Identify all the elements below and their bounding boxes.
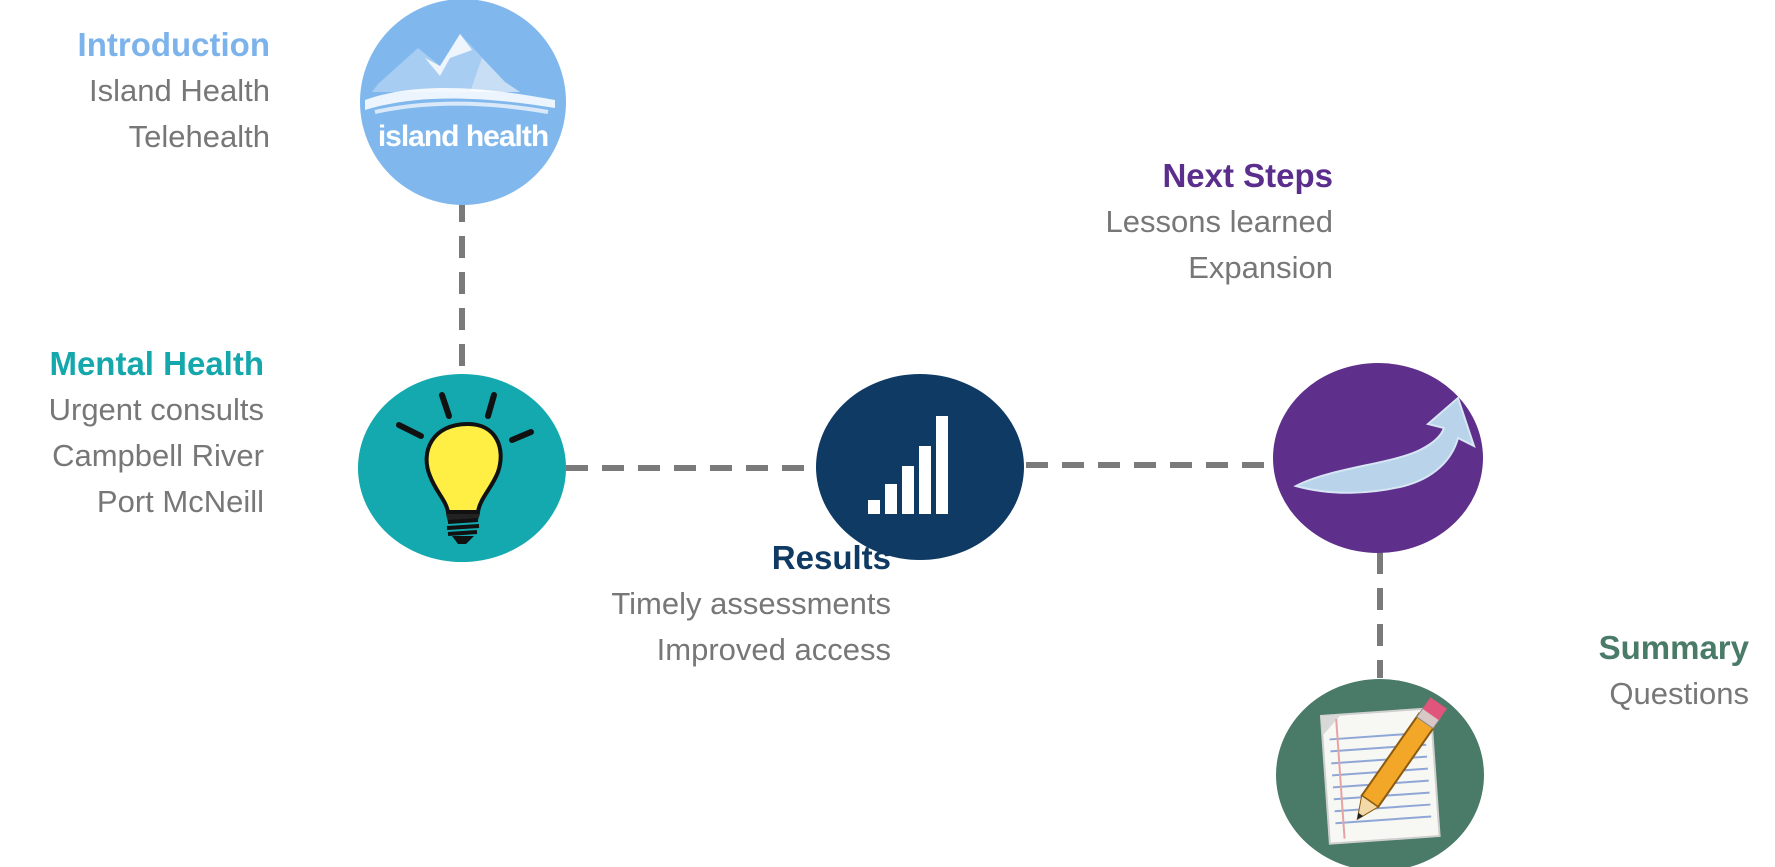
summary-line-1: Questions [1609, 676, 1749, 711]
introduction-label-block: Introduction Island Health Telehealth [78, 22, 270, 160]
mental-health-line-1: Urgent consults [48, 392, 264, 427]
results-line-2: Improved access [656, 632, 891, 667]
node-next-steps [1273, 363, 1483, 553]
mental-health-line-2: Campbell River [52, 438, 264, 473]
connectors [459, 200, 1383, 678]
introduction-line-2: Telehealth [128, 119, 270, 154]
mental-health-line-3: Port McNeill [96, 484, 264, 519]
summary-label-block: Summary Questions [1599, 625, 1749, 717]
node-mental-health [358, 374, 566, 562]
results-line-1: Timely assessments [611, 586, 891, 621]
node-summary [1276, 679, 1484, 867]
next-steps-line-1: Lessons learned [1105, 204, 1334, 239]
mountains-icon [365, 34, 555, 114]
summary-title: Summary [1598, 629, 1749, 666]
curved-arrow-icon [1293, 396, 1476, 494]
node-results [816, 374, 1024, 560]
results-label-block: Results Timely assessments Improved acce… [611, 535, 891, 673]
introduction-title: Introduction [77, 26, 270, 63]
lightbulb-icon [396, 392, 534, 544]
introduction-line-1: Island Health [89, 73, 270, 108]
next-steps-label-block: Next Steps Lessons learned Expansion [1106, 153, 1334, 291]
notepad-pencil-icon [1319, 697, 1447, 845]
next-steps-title: Next Steps [1162, 157, 1333, 194]
mental-health-label-block: Mental Health Urgent consults Campbell R… [49, 341, 264, 525]
mental-health-title: Mental Health [49, 345, 264, 382]
results-title: Results [771, 539, 891, 576]
bar-signal-icon [868, 416, 948, 514]
island-health-logo-text: island health [378, 120, 548, 153]
next-steps-line-2: Expansion [1188, 250, 1333, 285]
node-introduction: island health [360, 0, 566, 205]
